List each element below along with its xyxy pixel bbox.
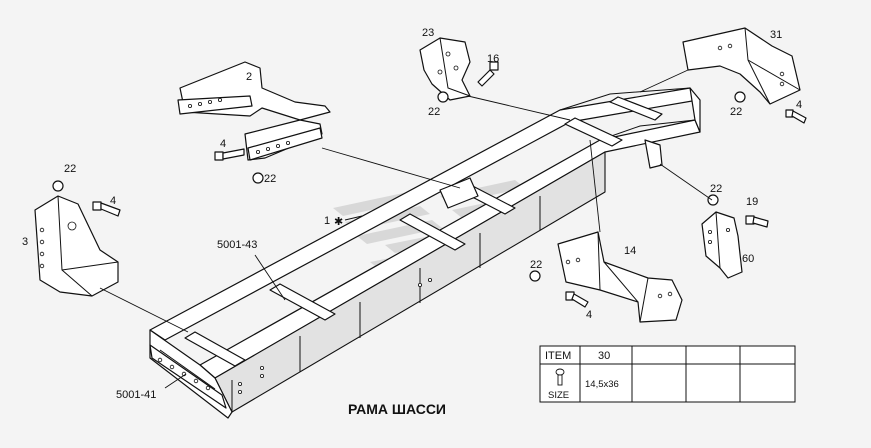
part-31-bracket [682,27,801,105]
bolt-icon [565,291,589,308]
callout-1: 1 [324,215,330,227]
part-60-bracket [701,211,743,279]
bolt-icon [745,215,769,228]
nut-icon [52,180,64,192]
callout-22: 22 [264,173,276,185]
callout-2: 2 [246,71,252,83]
bolt-icon [785,109,807,124]
chassis-frame [149,87,701,419]
callout-4: 4 [586,309,592,321]
bolt-icon [92,201,121,217]
part-14-bracket [557,231,683,323]
callout-22: 22 [428,106,440,118]
part-3-bracket [34,195,119,297]
callout-22: 22 [710,183,722,195]
table-item-value: 30 [598,350,610,362]
diagram-title: РАМА ШАССИ [348,401,446,417]
callout-22: 22 [730,106,742,118]
callout-5001-41: 5001-41 [116,389,156,401]
callout-4: 4 [796,99,802,111]
nut-icon [707,194,719,206]
callout-14: 14 [624,245,636,257]
callout-16: 16 [487,53,499,65]
table-size-value: 14,5x36 [585,379,619,390]
table-size-header: SIZE [548,390,569,401]
nut-icon [529,270,541,282]
callout-labels: 2 3 4 4 4 4 14 16 19 22 22 22 22 22 22 2… [22,27,802,401]
callout-22: 22 [64,163,76,175]
asterisk-icon: ✱ [334,216,343,228]
bolt-icon [214,148,245,161]
spec-table: ITEM 30 SIZE 14,5x36 [539,345,796,403]
bolt-icon [555,368,565,386]
callout-31: 31 [770,29,782,41]
nut-icon [734,91,746,103]
fasteners [52,61,807,308]
part-2-bracket [177,61,331,161]
callout-60: 60 [742,253,754,265]
callout-5001-43: 5001-43 [217,239,257,251]
callout-23: 23 [422,27,434,39]
callout-22: 22 [530,259,542,271]
table-item-header: ITEM [545,350,571,362]
nut-icon [252,172,264,184]
callout-4: 4 [110,195,116,207]
callout-19: 19 [746,196,758,208]
bolt-icon [477,61,499,87]
callout-4: 4 [220,138,226,150]
leader-lines [99,69,713,389]
callout-3: 3 [22,236,28,248]
part-23-bracket [419,37,471,101]
nut-icon [437,91,449,103]
